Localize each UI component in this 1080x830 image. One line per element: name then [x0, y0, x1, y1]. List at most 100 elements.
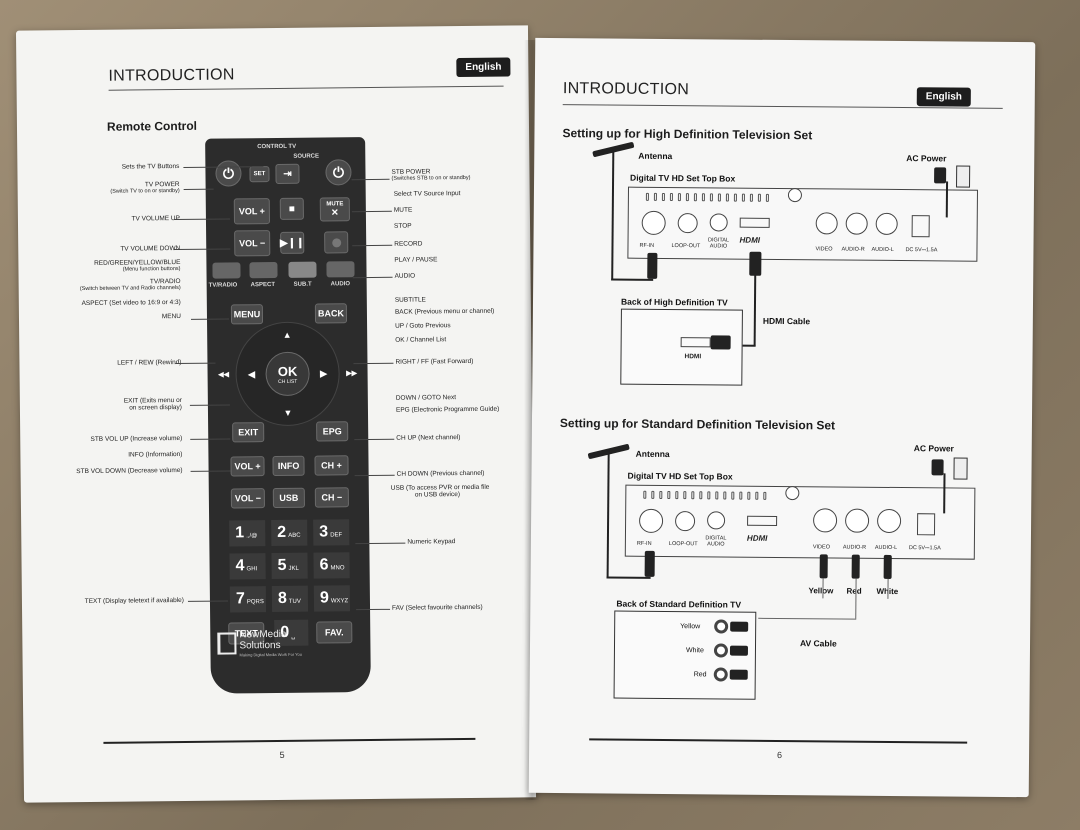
- source-button[interactable]: ⇥: [275, 163, 300, 184]
- fav-button[interactable]: FAV.: [316, 621, 353, 644]
- remote-header: CONTROL TV: [257, 143, 297, 151]
- vent-slot: [675, 491, 679, 500]
- right-arrow-button[interactable]: ▶: [316, 366, 332, 380]
- play-pause-button[interactable]: ▶❙❙: [280, 231, 304, 254]
- source-label: SOURCE: [293, 153, 320, 160]
- back-button[interactable]: BACK: [314, 303, 348, 324]
- usb-button[interactable]: USB: [272, 487, 305, 509]
- ann-ch-down: CH DOWN (Previous channel): [396, 469, 485, 478]
- page-title: INTRODUCTION: [108, 66, 235, 85]
- ch-minus-button[interactable]: CH −: [314, 487, 349, 508]
- ann-subtitle: SUBTITLE: [394, 296, 426, 304]
- hd-tv-hdmi-plug: [710, 335, 731, 350]
- sd-port-hdmi: [747, 515, 778, 526]
- green-button[interactable]: [249, 261, 278, 279]
- aspect-label: ASPECT: [250, 282, 276, 289]
- stop-button[interactable]: ■: [279, 197, 304, 220]
- rewind-button[interactable]: ◀◀: [214, 367, 234, 381]
- yellow-button[interactable]: [288, 261, 317, 278]
- sd-port-rf-in: [638, 508, 664, 533]
- ch-list-label: CH LIST: [278, 378, 298, 385]
- hd-tv-port-label: HDMI: [684, 353, 702, 361]
- record-button[interactable]: [324, 231, 349, 254]
- blue-button[interactable]: [326, 261, 355, 278]
- title-rule: [108, 85, 504, 91]
- sd-tv-white-plug: [729, 645, 749, 656]
- ok-label: OK: [277, 363, 298, 379]
- sd-tv-input-label: Red: [693, 671, 707, 679]
- sd-power-adapter-icon: [931, 459, 944, 476]
- page-number: 5: [279, 749, 285, 760]
- tv-power-button[interactable]: ⏻: [215, 160, 242, 187]
- menu-button[interactable]: MENU: [230, 304, 264, 325]
- sd-av-wire: [758, 617, 857, 620]
- fast-forward-button[interactable]: ▶▶: [342, 366, 362, 380]
- vent-slot: [701, 193, 705, 202]
- vent-slot: [757, 193, 761, 202]
- hd-port-audio-r: [845, 212, 868, 235]
- ann-rgyb-sub: (Menu function buttons): [122, 266, 181, 274]
- set-button[interactable]: SET: [249, 166, 270, 183]
- sd-tv-input-label: Yellow: [680, 623, 701, 631]
- hd-port-label: RF-IN: [639, 242, 655, 249]
- sd-wall-socket-icon: [953, 457, 968, 480]
- ann-info: INFO (Information): [128, 450, 183, 459]
- vent-slot: [677, 193, 681, 202]
- vent-slot: [749, 193, 753, 202]
- right-page: INTRODUCTION English Setting up for High…: [528, 37, 1036, 798]
- red-button[interactable]: [212, 262, 241, 279]
- hd-antenna-wire: [611, 278, 654, 281]
- ann-stb-vol-down: STB VOL DOWN (Decrease volume): [76, 466, 183, 476]
- vent-slot: [747, 491, 751, 500]
- tv-vol-minus-button[interactable]: VOL −: [234, 230, 271, 257]
- stb-power-button[interactable]: ⏻: [325, 159, 352, 186]
- sd-ac-power-label: AC Power: [913, 443, 954, 454]
- vent-slot: [709, 193, 713, 202]
- sd-av-wire: [855, 578, 857, 619]
- sd-tv-input-label: White: [685, 647, 704, 655]
- ann-usb-sub: on USB device): [414, 491, 461, 500]
- hd-antenna-wire: [611, 150, 615, 281]
- ann-back: BACK (Previous menu or channel): [394, 307, 495, 316]
- hd-port-hdmi: [739, 217, 770, 228]
- ch-plus-button[interactable]: CH +: [314, 455, 349, 476]
- ann-left-rew: LEFT / REW (Rewind): [117, 358, 182, 367]
- key-number: 7: [235, 590, 245, 608]
- epg-button[interactable]: EPG: [316, 421, 349, 442]
- hd-tv-label: Back of High Definition TV: [620, 296, 728, 308]
- vent-slot: [755, 491, 759, 500]
- sd-front-indicator: [785, 486, 800, 501]
- tv-vol-plus-button[interactable]: VOL +: [233, 198, 271, 225]
- key-letters: GHI: [246, 566, 258, 573]
- left-arrow-button[interactable]: ◀: [244, 367, 260, 381]
- vent-slot: [765, 193, 769, 202]
- stb-vol-plus-button[interactable]: VOL +: [230, 456, 265, 477]
- key-letters: .,/@: [246, 533, 258, 540]
- up-arrow-button[interactable]: ▲: [279, 328, 295, 342]
- sd-yellow-plug: [819, 554, 828, 579]
- down-arrow-button[interactable]: ▼: [280, 406, 296, 420]
- hd-port-rf-in: [641, 210, 666, 235]
- info-button[interactable]: INFO: [272, 455, 305, 477]
- left-arrow-icon: ◀: [248, 368, 256, 379]
- hd-cable-label: HDMI Cable: [762, 315, 811, 327]
- stb-vol-minus-button[interactable]: VOL −: [230, 488, 265, 509]
- ann-record: RECORD: [394, 240, 423, 248]
- key-letters: ABC: [288, 532, 301, 539]
- key-1[interactable]: 1.,/@: [229, 520, 266, 547]
- ann-mute: MUTE: [393, 206, 413, 214]
- exit-button[interactable]: EXIT: [232, 422, 265, 443]
- mute-button[interactable]: MUTE✕: [319, 197, 350, 222]
- sd-cable-color: Red: [846, 586, 862, 596]
- key-number: 8: [277, 589, 287, 607]
